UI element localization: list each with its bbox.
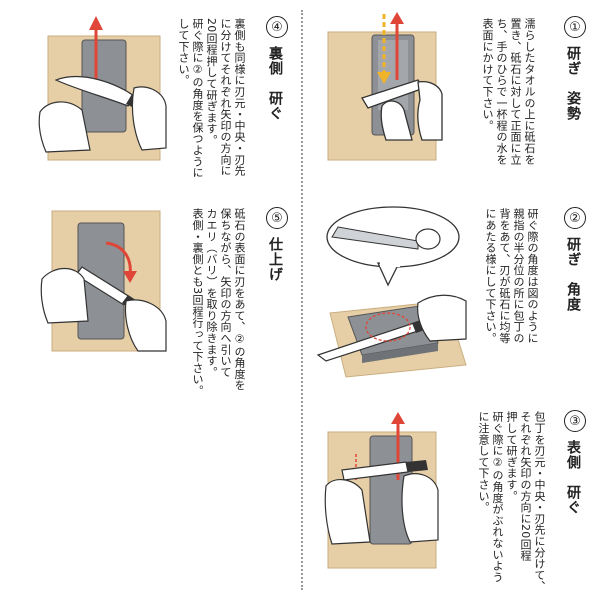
step-5-line: 表側・裏側とも3回程行って下さい。 — [190, 208, 204, 398]
step-3-illustration — [322, 410, 442, 570]
step-2-line: 親指の半分位の所に包丁の — [511, 208, 525, 378]
step-2-line: 背をあて、刃が砥石に均等 — [497, 208, 511, 378]
step-4-title: 裏側 研ぐ — [265, 46, 285, 121]
step-4-line: に分けてそれぞれ矢印の方向に — [218, 18, 232, 188]
step-3-line: それぞれ矢印の方向に20回程 — [518, 411, 532, 591]
step-3-line: 包丁を刃元・中央・刃先に分けて、 — [532, 411, 546, 591]
step-1-line: 表面にかけて下さい。 — [480, 18, 494, 178]
step-3-line: に注意して下さい。 — [476, 411, 490, 591]
step-5-title: 仕上げ — [265, 237, 285, 282]
step-2-illustration — [318, 205, 468, 385]
step-2-number: ② — [564, 207, 586, 229]
step-4-line: 20回程押して研ぎます。 — [204, 18, 218, 188]
step-2-line: にあたる様にして下さい。 — [483, 208, 497, 378]
step-4-text: 裏側も同様に刃元・中央・刃先 に分けてそれぞれ矢印の方向に 20回程押して研ぎま… — [176, 18, 246, 188]
step-5-line: カエリ（バリ）を取り除きます。 — [204, 208, 218, 398]
step-3-text: 包丁を刃元・中央・刃先に分けて、 それぞれ矢印の方向に20回程 押して研ぎます。… — [476, 411, 546, 591]
step-5-line: 砥石の表面に刃をあて、②の角度を — [232, 208, 246, 398]
step-3-line: 押して研ぎます。 — [504, 411, 518, 591]
step-1-line: ち、手のひらで一杯程の水を — [494, 18, 508, 178]
step-3-line: 研ぐ際に②の角度がぶれないよう — [490, 411, 504, 591]
center-divider — [301, 10, 303, 590]
step-3-number: ③ — [564, 410, 586, 432]
step-1-title: 研ぎ 姿勢 — [563, 46, 583, 121]
step-4-line: して下さい。 — [176, 18, 190, 188]
step-1-line: 置き、砥石に対して正面に立 — [508, 18, 522, 178]
step-4-number: ④ — [266, 16, 288, 38]
step-2-title: 研ぎ 角度 — [563, 237, 583, 312]
step-2-text: 研ぐ際の角度は図のように 親指の半分位の所に包丁の 背をあて、刃が砥石に均等 に… — [483, 208, 539, 378]
step-5-text: 砥石の表面に刃をあて、②の角度を 保ちながら、矢印の方向へ引いて カエリ（バリ）… — [190, 208, 246, 398]
step-2-line: 研ぐ際の角度は図のように — [525, 208, 539, 378]
step-1-text: 濡らしたタオルの上に砥石を 置き、砥石に対して正面に立 ち、手のひらで一杯程の水… — [480, 18, 536, 178]
step-5-line: 保ちながら、矢印の方向へ引いて — [218, 208, 232, 398]
step-3-title: 表側 研ぐ — [563, 440, 583, 515]
step-5-illustration — [42, 205, 170, 355]
step-1-number: ① — [564, 16, 586, 38]
step-1-illustration — [322, 10, 442, 160]
step-4-illustration — [38, 14, 168, 164]
step-4-line: 裏側も同様に刃元・中央・刃先 — [232, 18, 246, 188]
step-4-line: 研ぐ際に②の角度を保つように — [190, 18, 204, 188]
step-5-number: ⑤ — [266, 207, 288, 229]
step-1-line: 濡らしたタオルの上に砥石を — [522, 18, 536, 178]
